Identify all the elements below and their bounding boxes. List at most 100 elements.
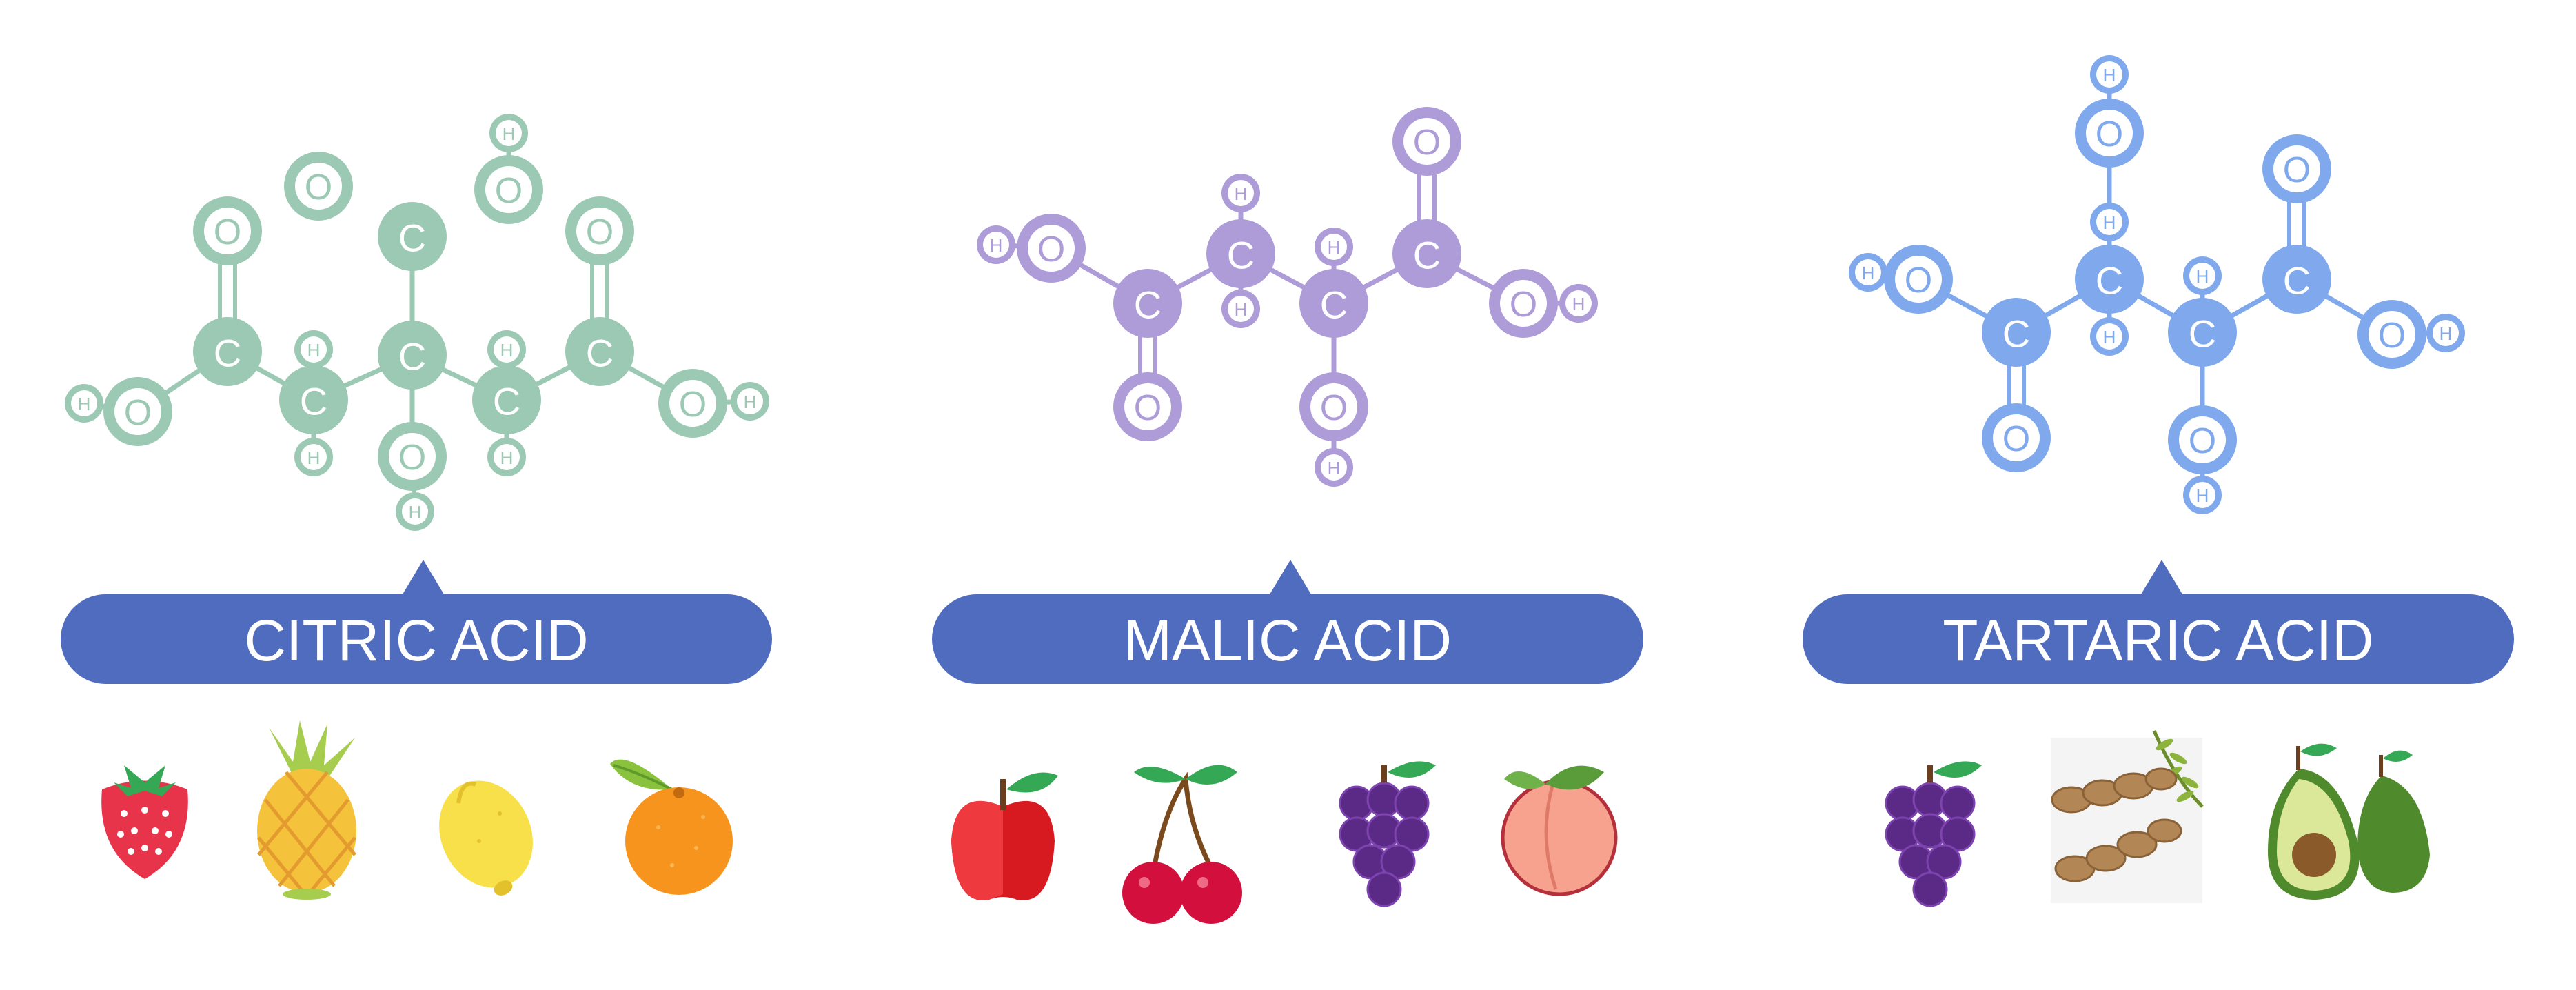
oxygen-atom: O — [1299, 372, 1368, 441]
carbon-atom: C — [565, 317, 634, 386]
hydrogen-atom: H — [1221, 290, 1260, 328]
lemon-icon — [439, 780, 533, 896]
carbon-atom: C — [378, 321, 447, 390]
tartaric-acid-name: TARTARIC ACID — [1943, 608, 2373, 673]
hydrogen-atom: H — [2090, 55, 2129, 94]
oxygen-atom: O — [1392, 107, 1461, 176]
hydrogen-atom: H — [731, 382, 769, 421]
grape-icon — [1339, 761, 1436, 907]
svg-text:H: H — [78, 394, 91, 414]
svg-text:C: C — [300, 380, 327, 423]
svg-text:O: O — [305, 168, 332, 208]
svg-text:C: C — [1320, 283, 1348, 327]
svg-text:O: O — [1510, 285, 1537, 325]
cherry-icon — [1122, 765, 1242, 924]
hydrogen-atom: H — [2090, 317, 2129, 356]
oxygen-atom: O — [1982, 403, 2051, 472]
hydrogen-atom: H — [2090, 203, 2129, 241]
citric-acid-label-pointer — [403, 560, 444, 594]
svg-text:H: H — [307, 340, 321, 361]
carbon-atom: C — [1206, 219, 1275, 288]
svg-text:H: H — [2196, 266, 2209, 287]
oxygen-atom: O — [2075, 99, 2144, 168]
hydrogen-atom: H — [396, 492, 434, 531]
hydrogen-atom: H — [2183, 476, 2222, 514]
hydrogen-atom: H — [1315, 448, 1353, 487]
hydrogen-atom: H — [487, 438, 526, 476]
svg-text:C: C — [398, 335, 426, 378]
svg-text:C: C — [2189, 312, 2216, 356]
svg-text:O: O — [2283, 150, 2311, 190]
svg-text:H: H — [1328, 237, 1341, 258]
oxygen-atom: O — [474, 155, 543, 224]
svg-text:O: O — [2189, 421, 2216, 461]
carbon-atom: C — [2075, 245, 2144, 314]
oxygen-atom: O — [193, 196, 262, 265]
oxygen-atom: O — [2262, 134, 2331, 203]
malic-acid-label: MALIC ACID — [932, 560, 1643, 684]
hydrogen-atom: H — [1221, 174, 1260, 212]
svg-text:O: O — [2378, 316, 2406, 356]
svg-text:O: O — [1413, 123, 1441, 163]
carbon-atom: C — [279, 365, 348, 434]
svg-text:H: H — [500, 340, 514, 361]
carbon-atom: C — [193, 317, 262, 386]
svg-text:H: H — [990, 235, 1003, 256]
pineapple-icon — [257, 720, 356, 900]
strawberry-icon — [101, 765, 188, 879]
svg-text:H: H — [2196, 485, 2209, 506]
svg-text:C: C — [2283, 259, 2311, 303]
svg-text:H: H — [1862, 263, 1875, 283]
svg-text:C: C — [493, 380, 520, 423]
hydrogen-atom: H — [1849, 253, 1887, 292]
oxygen-atom: O — [1489, 269, 1558, 338]
svg-text:O: O — [679, 385, 707, 425]
svg-text:O: O — [1320, 388, 1348, 428]
carbon-atom: C — [1299, 269, 1368, 338]
svg-text:C: C — [2002, 312, 2030, 356]
hydrogen-atom: H — [65, 384, 103, 423]
hydrogen-atom: H — [1315, 228, 1353, 266]
svg-text:H: H — [1328, 458, 1341, 478]
citric-acid-label: CITRIC ACID — [61, 560, 772, 684]
svg-text:O: O — [124, 393, 152, 433]
oxygen-atom: O — [1017, 214, 1086, 283]
tartaric-acid-label: TARTARIC ACID — [1803, 560, 2514, 684]
hydrogen-atom: H — [977, 225, 1015, 264]
oxygen-atom: O — [1884, 245, 1953, 314]
hydrogen-atom: H — [487, 330, 526, 369]
svg-text:C: C — [214, 332, 241, 375]
svg-text:O: O — [214, 212, 241, 252]
tamarind-icon — [2051, 730, 2204, 903]
malic-acid-label-pointer — [1270, 560, 1311, 594]
svg-text:H: H — [2103, 65, 2116, 85]
svg-text:H: H — [1235, 299, 1248, 320]
bonds — [1867, 74, 2446, 495]
oxygen-atom: O — [103, 377, 172, 446]
citric-acid-name: CITRIC ACID — [244, 608, 588, 673]
tartaric-acid-label-bg — [1803, 594, 2514, 684]
svg-text:H: H — [307, 447, 321, 468]
svg-text:H: H — [1235, 183, 1248, 204]
svg-text:O: O — [1037, 230, 1065, 270]
peach-icon — [1501, 765, 1618, 896]
carbon-atom: C — [2168, 298, 2237, 367]
svg-text:H: H — [409, 502, 422, 523]
hydrogen-atom: H — [489, 114, 528, 152]
carbon-atom: C — [1113, 269, 1182, 338]
hydrogen-atom: H — [1559, 284, 1598, 323]
svg-text:O: O — [398, 438, 426, 478]
hydrogen-atom: H — [294, 438, 333, 476]
oxygen-atom: O — [1113, 372, 1182, 441]
svg-text:O: O — [586, 212, 613, 252]
apple-icon — [951, 772, 1058, 900]
svg-text:H: H — [2103, 212, 2116, 233]
svg-text:H: H — [2440, 323, 2453, 344]
svg-text:H: H — [744, 392, 757, 412]
svg-text:H: H — [500, 447, 514, 468]
oxygen-atom: O — [378, 422, 447, 491]
